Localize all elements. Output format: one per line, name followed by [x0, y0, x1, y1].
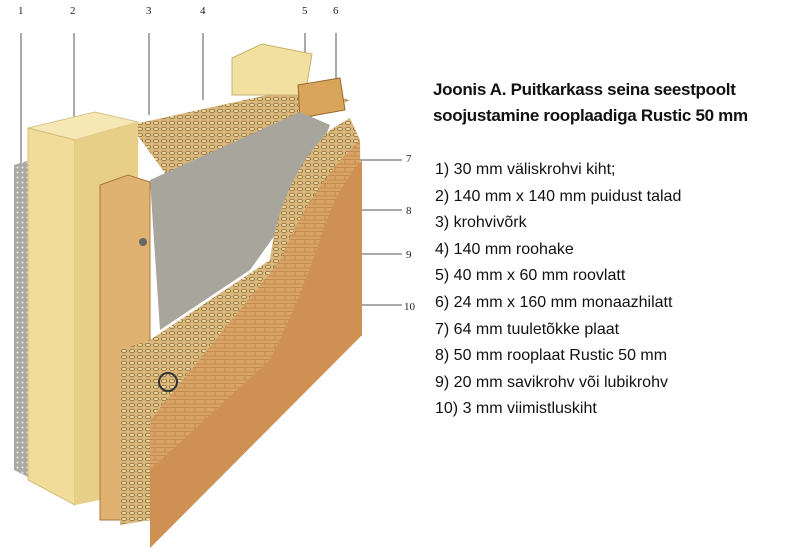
legend-item: 8) 50 mm rooplaat Rustic 50 mm — [435, 347, 668, 365]
callout-9: 9 — [406, 249, 412, 261]
legend-item: 4) 140 mm roohake — [435, 240, 574, 258]
mounting-lath-top — [297, 77, 346, 119]
batten-block — [231, 43, 313, 96]
screw-head — [139, 238, 147, 246]
legend-item: 3) krohvivõrk — [435, 214, 527, 232]
straw-infill-top — [130, 88, 350, 180]
callout-4: 4 — [200, 5, 206, 17]
legend-item: 7) 64 mm tuuletõkke plaat — [435, 320, 620, 338]
callout-5: 5 — [302, 5, 308, 17]
legend-item: 9) 20 mm savikrohv või lubikrohv — [435, 373, 668, 391]
legend-item: 10) 3 mm viimistluskiht — [435, 400, 597, 418]
callout-1: 1 — [18, 5, 24, 17]
legend-item: 1) 30 mm väliskrohvi kiht; — [435, 161, 616, 178]
figure-title-line1: Joonis A. Puitkarkass seina seestpoolt — [433, 80, 736, 99]
callout-6: 6 — [333, 5, 339, 17]
exterior-plaster-layer — [14, 160, 30, 478]
wind-barrier-board — [150, 112, 330, 330]
reed-board-edge — [120, 340, 150, 525]
figure-title-line2: soojustamine rooplaadiga Rustic 50 mm — [433, 106, 748, 125]
legend-item: 2) 140 mm x 140 mm puidust talad — [435, 187, 682, 205]
callout-7: 7 — [406, 153, 412, 165]
finish-layer — [150, 160, 362, 548]
fastener-washer — [158, 372, 178, 392]
timber-post-face — [27, 127, 76, 506]
callout-10: 10 — [404, 301, 416, 313]
legend-item: 5) 40 mm x 60 mm roovlatt — [435, 267, 626, 285]
wall-section-illustration: 1 2 3 4 5 6 7 8 9 10 — [14, 5, 416, 548]
reed-board-rustic — [150, 118, 360, 420]
legend-item: 6) 24 mm x 160 mm monaazhilatt — [435, 293, 673, 311]
callout-2: 2 — [70, 5, 76, 17]
figure-title: Joonis A. Puitkarkass seina seestpoolt s… — [433, 77, 748, 129]
callout-3: 3 — [146, 5, 152, 17]
callout-8: 8 — [406, 205, 412, 217]
layer-legend: 1) 30 mm väliskrohvi kiht; 2) 140 mm x 1… — [435, 157, 681, 423]
